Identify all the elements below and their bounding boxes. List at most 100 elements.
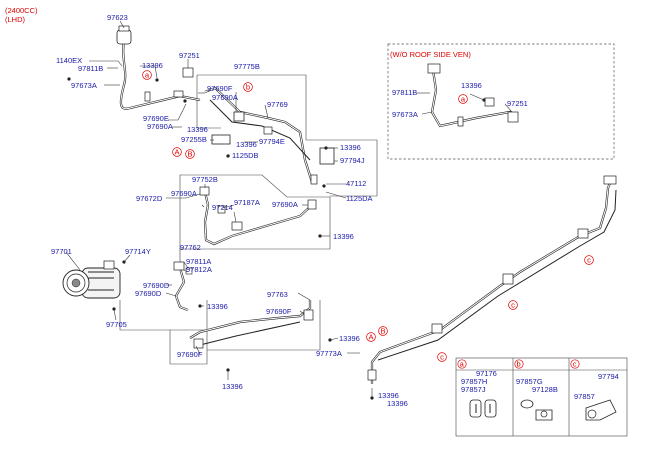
inset-label-97673A: 97673A <box>392 110 418 119</box>
legend-97176: 97176 <box>476 369 497 378</box>
label-97251: 97251 <box>179 51 200 60</box>
label-97775B: 97775B <box>234 62 260 71</box>
legend-97857G: 97857G <box>516 377 543 386</box>
legend-header-a: a <box>460 360 465 369</box>
group-box-97672D <box>179 174 331 250</box>
legend-header-c: c <box>573 360 577 369</box>
label-97690A-a: 97690A <box>212 93 238 102</box>
label-13396-a: 13396 <box>142 61 163 70</box>
bolts <box>67 77 486 400</box>
legend-header-b: b <box>517 360 521 369</box>
label-97690F-b: 97690F <box>266 307 292 316</box>
label-97690F-a: 97690F <box>207 84 233 93</box>
label-97794J: 97794J <box>340 156 365 165</box>
callout-circle-a <box>458 94 468 104</box>
callout-circle-A <box>172 147 182 157</box>
callout-circle-c <box>508 300 518 310</box>
label-13396-g: 13396 <box>339 334 360 343</box>
label-13396-h: 13396 <box>222 382 243 391</box>
engine-label: (2400CC) <box>5 6 38 15</box>
pipe-97775B <box>204 86 335 185</box>
label-13396-b: 13396 <box>187 125 208 134</box>
label-97690D-a: 97690D <box>143 281 170 290</box>
legend-97857: 97857 <box>574 392 595 401</box>
label-97255B: 97255B <box>181 135 207 144</box>
pipe-97773A <box>367 175 617 384</box>
inset-title: (W/O ROOF SIDE VEN) <box>390 50 471 59</box>
callout-circle-b <box>243 82 253 92</box>
label-97690F-c: 97690F <box>177 350 203 359</box>
label-97690E: 97690E <box>143 114 169 123</box>
callout-letter-B: B <box>187 150 192 159</box>
label-97214: 97214 <box>212 203 233 212</box>
label-97690A-d: 97690A <box>272 200 298 209</box>
label-97762: 97762 <box>180 243 201 252</box>
callout-letter-b: b <box>246 83 250 92</box>
group-box-97763-connector <box>119 300 208 331</box>
group-box-97775B <box>197 74 378 197</box>
label-13396-d: 13396 <box>340 143 361 152</box>
label-97690D-b: 97690D <box>135 289 162 298</box>
label-97690A-c: 97690A <box>171 189 197 198</box>
label-13396-c: 13396 <box>236 140 257 149</box>
label-97769: 97769 <box>267 100 288 109</box>
legend-headers: a b c <box>457 359 580 369</box>
label-97673A: 97673A <box>71 81 97 90</box>
legend-97128B: 97128B <box>532 385 558 394</box>
leader-lines <box>65 20 513 398</box>
callout-letter-A: A <box>368 333 373 342</box>
label-47112: 47112 <box>346 179 366 188</box>
label-1125DA: 1125DA <box>346 194 373 203</box>
inset-dashed-box <box>387 43 615 160</box>
label-97752B: 97752B <box>192 175 218 184</box>
part-labels: 97623 1140EX 97811B 97673A 13396 97251 9… <box>51 13 619 408</box>
callout-letter-c: c <box>511 301 515 310</box>
group-box-97763 <box>169 300 321 365</box>
callout-letter-B: B <box>380 327 385 336</box>
callout-letter-c: c <box>440 353 444 362</box>
label-97794E: 97794E <box>259 137 285 146</box>
pipe-97672D <box>199 186 317 246</box>
label-13396-e: 13396 <box>333 232 354 241</box>
inset-label-97811B: 97811B <box>392 88 417 97</box>
legend-97857J: 97857J <box>461 385 486 394</box>
label-97187A: 97187A <box>234 198 260 207</box>
callout-letter-a: a <box>145 71 150 80</box>
callout-letter-c: c <box>587 256 591 265</box>
legend-table <box>455 357 628 437</box>
inset-label-13396: 13396 <box>461 81 482 90</box>
label-97705: 97705 <box>106 320 127 329</box>
label-97690A-b: 97690A <box>147 122 173 131</box>
callout-circle-B <box>378 326 388 336</box>
callout-circle-a <box>142 70 152 80</box>
group-box-97775B-left <box>196 75 221 129</box>
label-97811B: 97811B <box>78 64 103 73</box>
inset-label-97251: 97251 <box>507 99 528 108</box>
compressor-97701 <box>62 260 121 299</box>
callout-circle-c <box>584 255 594 265</box>
label-97672D: 97672D <box>136 194 163 203</box>
drive-label: (LHD) <box>5 15 26 24</box>
label-97811A: 97811A <box>186 257 211 266</box>
label-13396-i: 13396 <box>378 391 399 400</box>
label-13396-f: 13396 <box>207 302 228 311</box>
callout-circle-B <box>185 149 195 159</box>
label-97701: 97701 <box>51 247 72 256</box>
inset-pipe-97673A <box>427 63 519 128</box>
callout-letter-a: a <box>461 95 466 104</box>
label-97714Y: 97714Y <box>125 247 151 256</box>
callout-circle-c <box>437 352 447 362</box>
pipe-97763 <box>189 300 314 349</box>
legend-97857H: 97857H <box>461 377 487 386</box>
label-1125DB: 1125DB <box>232 151 259 160</box>
callout-circle-A <box>366 332 376 342</box>
label-97623: 97623 <box>107 13 128 22</box>
legend-97794: 97794 <box>598 372 619 381</box>
callout-letter-A: A <box>174 148 179 157</box>
label-97773A: 97773A <box>316 349 342 358</box>
legend-part-icons <box>469 399 617 421</box>
label-1140EX: 1140EX <box>56 56 82 65</box>
